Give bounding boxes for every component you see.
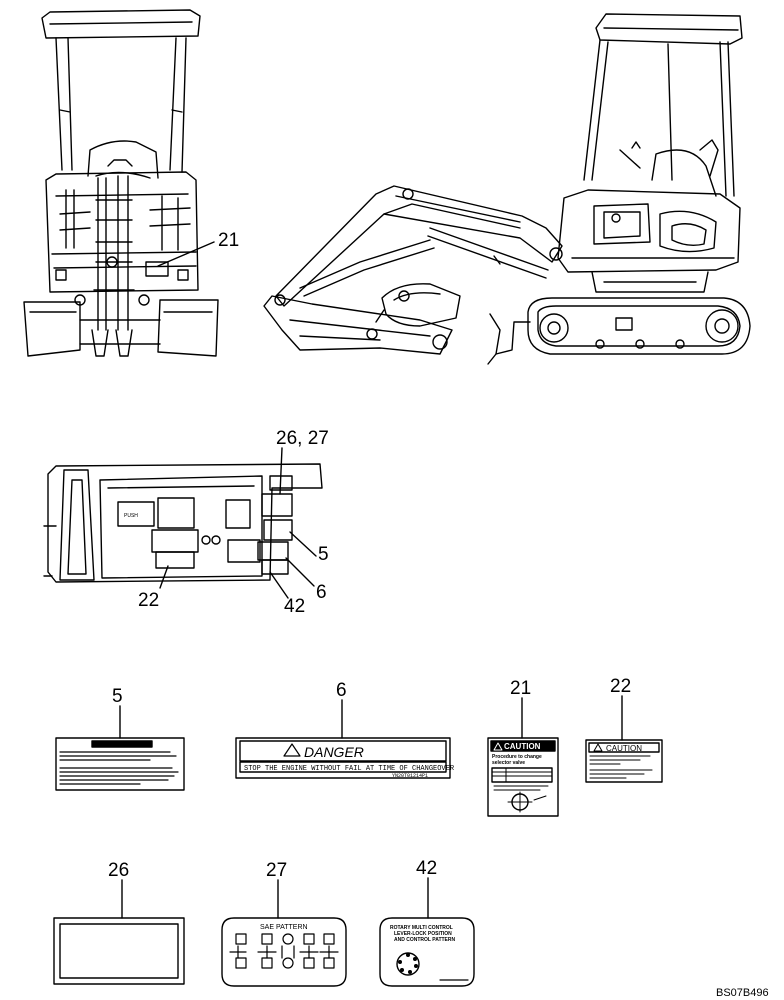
caution22-title: CAUTION (606, 744, 642, 753)
callout-22-panel: 22 (138, 565, 169, 611)
excavator-side-view (263, 13, 751, 365)
callout-label: 21 (510, 678, 531, 699)
decal-27-sae-pattern: 27 SAE PATTERN (221, 860, 347, 987)
danger-code: YN20T01214P1 (392, 773, 428, 779)
callout-label: 26, 27 (276, 428, 329, 449)
decal-26-blank: 26 (53, 860, 185, 985)
excavator-rear-view (23, 9, 219, 357)
callout-label: 42 (284, 596, 305, 617)
danger-text: STOP THE ENGINE WITHOUT FAIL AT TIME OF … (244, 765, 455, 773)
callout-label: 26 (108, 860, 129, 881)
rotary-line2: LEVER-LOCK POSITION (394, 931, 452, 937)
callout-label: 5 (112, 686, 123, 707)
callout-42-panel: 42 (269, 571, 305, 617)
callout-5-panel: 5 (289, 531, 329, 565)
callout-label: 27 (266, 860, 287, 881)
callout-21-rear: 21 (157, 230, 239, 267)
callout-6-panel: 6 (285, 557, 327, 603)
decal-5-warning: 5 (55, 686, 185, 791)
callout-26-27-panel: 26, 27 (276, 428, 329, 495)
decal-22-caution: 22 CAUTION (585, 676, 663, 783)
decal-21-caution: 21 CAUTION Procedure to change selector … (487, 678, 559, 817)
callout-label: 21 (218, 230, 239, 251)
decal-6-danger: 6 DANGER STOP THE ENGINE WITHOUT FAIL AT… (235, 680, 455, 779)
panel-push-label: PUSH (124, 513, 138, 519)
warning-triangle-icon (593, 743, 603, 752)
callout-label: 22 (138, 590, 159, 611)
caution21-line1: Procedure to change (492, 754, 542, 760)
caution21-line2: selector valve (492, 760, 525, 766)
figure-reference-code: BS07B496 (716, 987, 769, 999)
sae-title: SAE PATTERN (260, 924, 308, 931)
decal-42-rotary-control: 42 ROTARY MULTI CONTROL LEVER-LOCK POSIT… (379, 858, 475, 987)
warning-triangle-icon (283, 743, 301, 757)
cab-top-view: PUSH (43, 463, 323, 583)
warning-triangle-icon (493, 742, 503, 751)
callout-label: 6 (336, 680, 347, 701)
rotary-line1: ROTARY MULTI CONTROL (390, 925, 453, 931)
rotary-line3: AND CONTROL PATTERN (394, 937, 455, 943)
callout-label: 22 (610, 676, 631, 697)
danger-title: DANGER (304, 744, 364, 760)
caution21-title: CAUTION (504, 742, 541, 751)
callout-label: 42 (416, 858, 437, 879)
callout-label: 5 (318, 544, 329, 565)
callout-label: 6 (316, 582, 327, 603)
